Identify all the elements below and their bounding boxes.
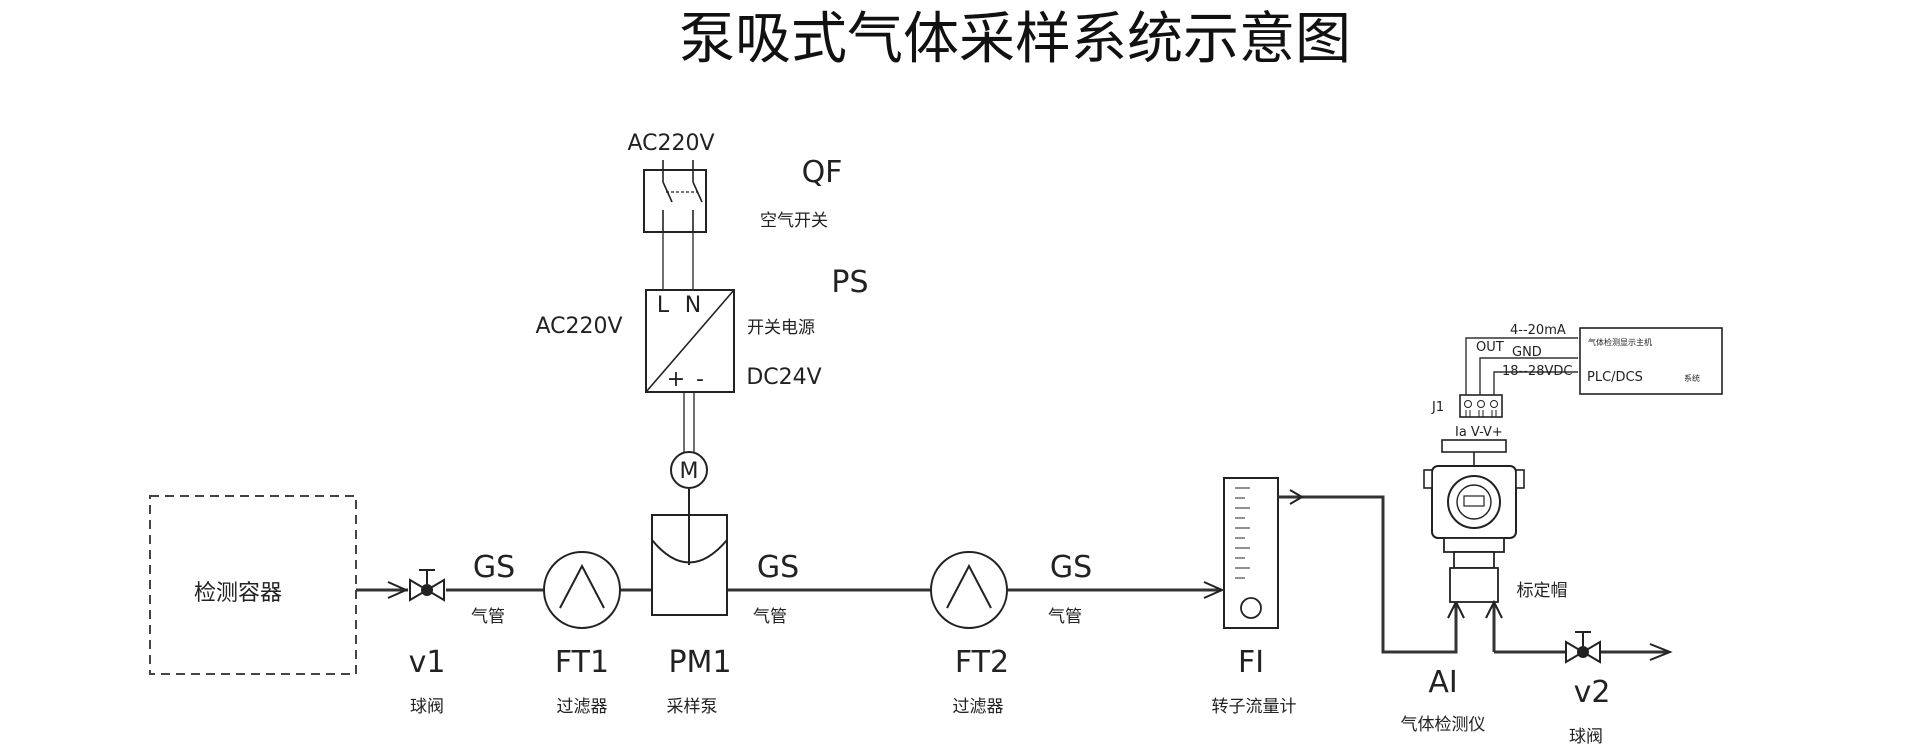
pipe-2-name: 气管	[753, 607, 787, 627]
plc-dcs-label: PLC/DCS	[1587, 370, 1643, 385]
power-label: 18--28VDC	[1502, 364, 1572, 379]
signal-label: 4--20mA	[1510, 323, 1566, 338]
valve-v2	[1565, 631, 1601, 664]
fi-name: 转子流量计	[1212, 697, 1297, 717]
valve-v1	[409, 569, 445, 602]
gnd-label: GND	[1512, 345, 1542, 360]
filter-ft2	[930, 551, 1008, 629]
motor-symbol: M	[680, 459, 699, 484]
fi-inlet-arrow	[1203, 581, 1225, 599]
ps-terminal-n: N	[685, 293, 701, 318]
pipe-1-code: GS	[473, 550, 515, 585]
ft1-code: FT1	[555, 645, 609, 680]
pipe-3-name: 气管	[1048, 607, 1082, 627]
motor	[670, 451, 708, 489]
ai-cap-label: 标定帽	[1517, 581, 1568, 601]
ps-terminal-minus: -	[696, 367, 704, 392]
terminal-block-j1	[1459, 394, 1503, 418]
ps-terminal-l: L	[657, 293, 670, 318]
filter-ft1	[543, 551, 621, 629]
pm1-name: 采样泵	[667, 697, 718, 717]
breaker-qf	[643, 160, 707, 233]
wire-gnd	[1479, 357, 1578, 395]
qf-code: QF	[802, 155, 843, 190]
ft2-code: FT2	[955, 645, 1009, 680]
ai-outlet-arrow	[1485, 599, 1503, 619]
ai-name: 气体检测仪	[1401, 715, 1486, 735]
ps-terminal-plus: +	[667, 367, 685, 392]
v2-name: 球阀	[1569, 727, 1603, 747]
plc-dcs-suffix: 系统	[1684, 373, 1700, 383]
v1-name: 球阀	[410, 697, 444, 717]
ps-output: DC24V	[746, 365, 821, 390]
qf-supply: AC220V	[627, 131, 714, 156]
ps-name: 开关电源	[747, 318, 815, 338]
terminal-j1-label: J1	[1431, 400, 1444, 415]
inlet-arrow	[387, 581, 409, 599]
exhaust-arrow	[1649, 643, 1673, 661]
wire-signal	[1465, 337, 1578, 395]
ps-input: AC220V	[535, 314, 622, 339]
pipe-1-name: 气管	[471, 607, 505, 627]
terminal-pin-labels: Ia V-V+	[1455, 425, 1503, 440]
diagram-title: 泵吸式气体采样系统示意图	[679, 7, 1351, 72]
ft1-name: 过滤器	[557, 697, 608, 717]
flowmeter-fi	[1223, 477, 1279, 629]
fi-outlet-arrow	[1289, 489, 1304, 505]
fi-code: FI	[1238, 645, 1264, 680]
pipe-fi-ai	[1278, 495, 1458, 654]
wire-power	[1493, 371, 1578, 395]
pipe-2-code: GS	[757, 550, 799, 585]
pm1-code: PM1	[668, 645, 731, 680]
pipe-3-code: GS	[1050, 550, 1092, 585]
qf-name: 空气开关	[760, 211, 828, 231]
v1-code: v1	[409, 645, 446, 680]
ft2-name: 过滤器	[953, 697, 1004, 717]
ai-code: AI	[1428, 665, 1457, 700]
ps-code: PS	[831, 265, 868, 300]
gas-detector-ai	[1423, 439, 1525, 603]
out-label: OUT	[1476, 340, 1504, 355]
power-supply-ps	[645, 289, 735, 393]
plc-dcs-box	[1579, 327, 1723, 395]
detection-container-label: 检测容器	[194, 581, 282, 606]
detection-container	[149, 495, 357, 675]
v2-code: v2	[1574, 675, 1611, 710]
plc-dcs-header: 气体检测显示主机	[1588, 337, 1652, 347]
